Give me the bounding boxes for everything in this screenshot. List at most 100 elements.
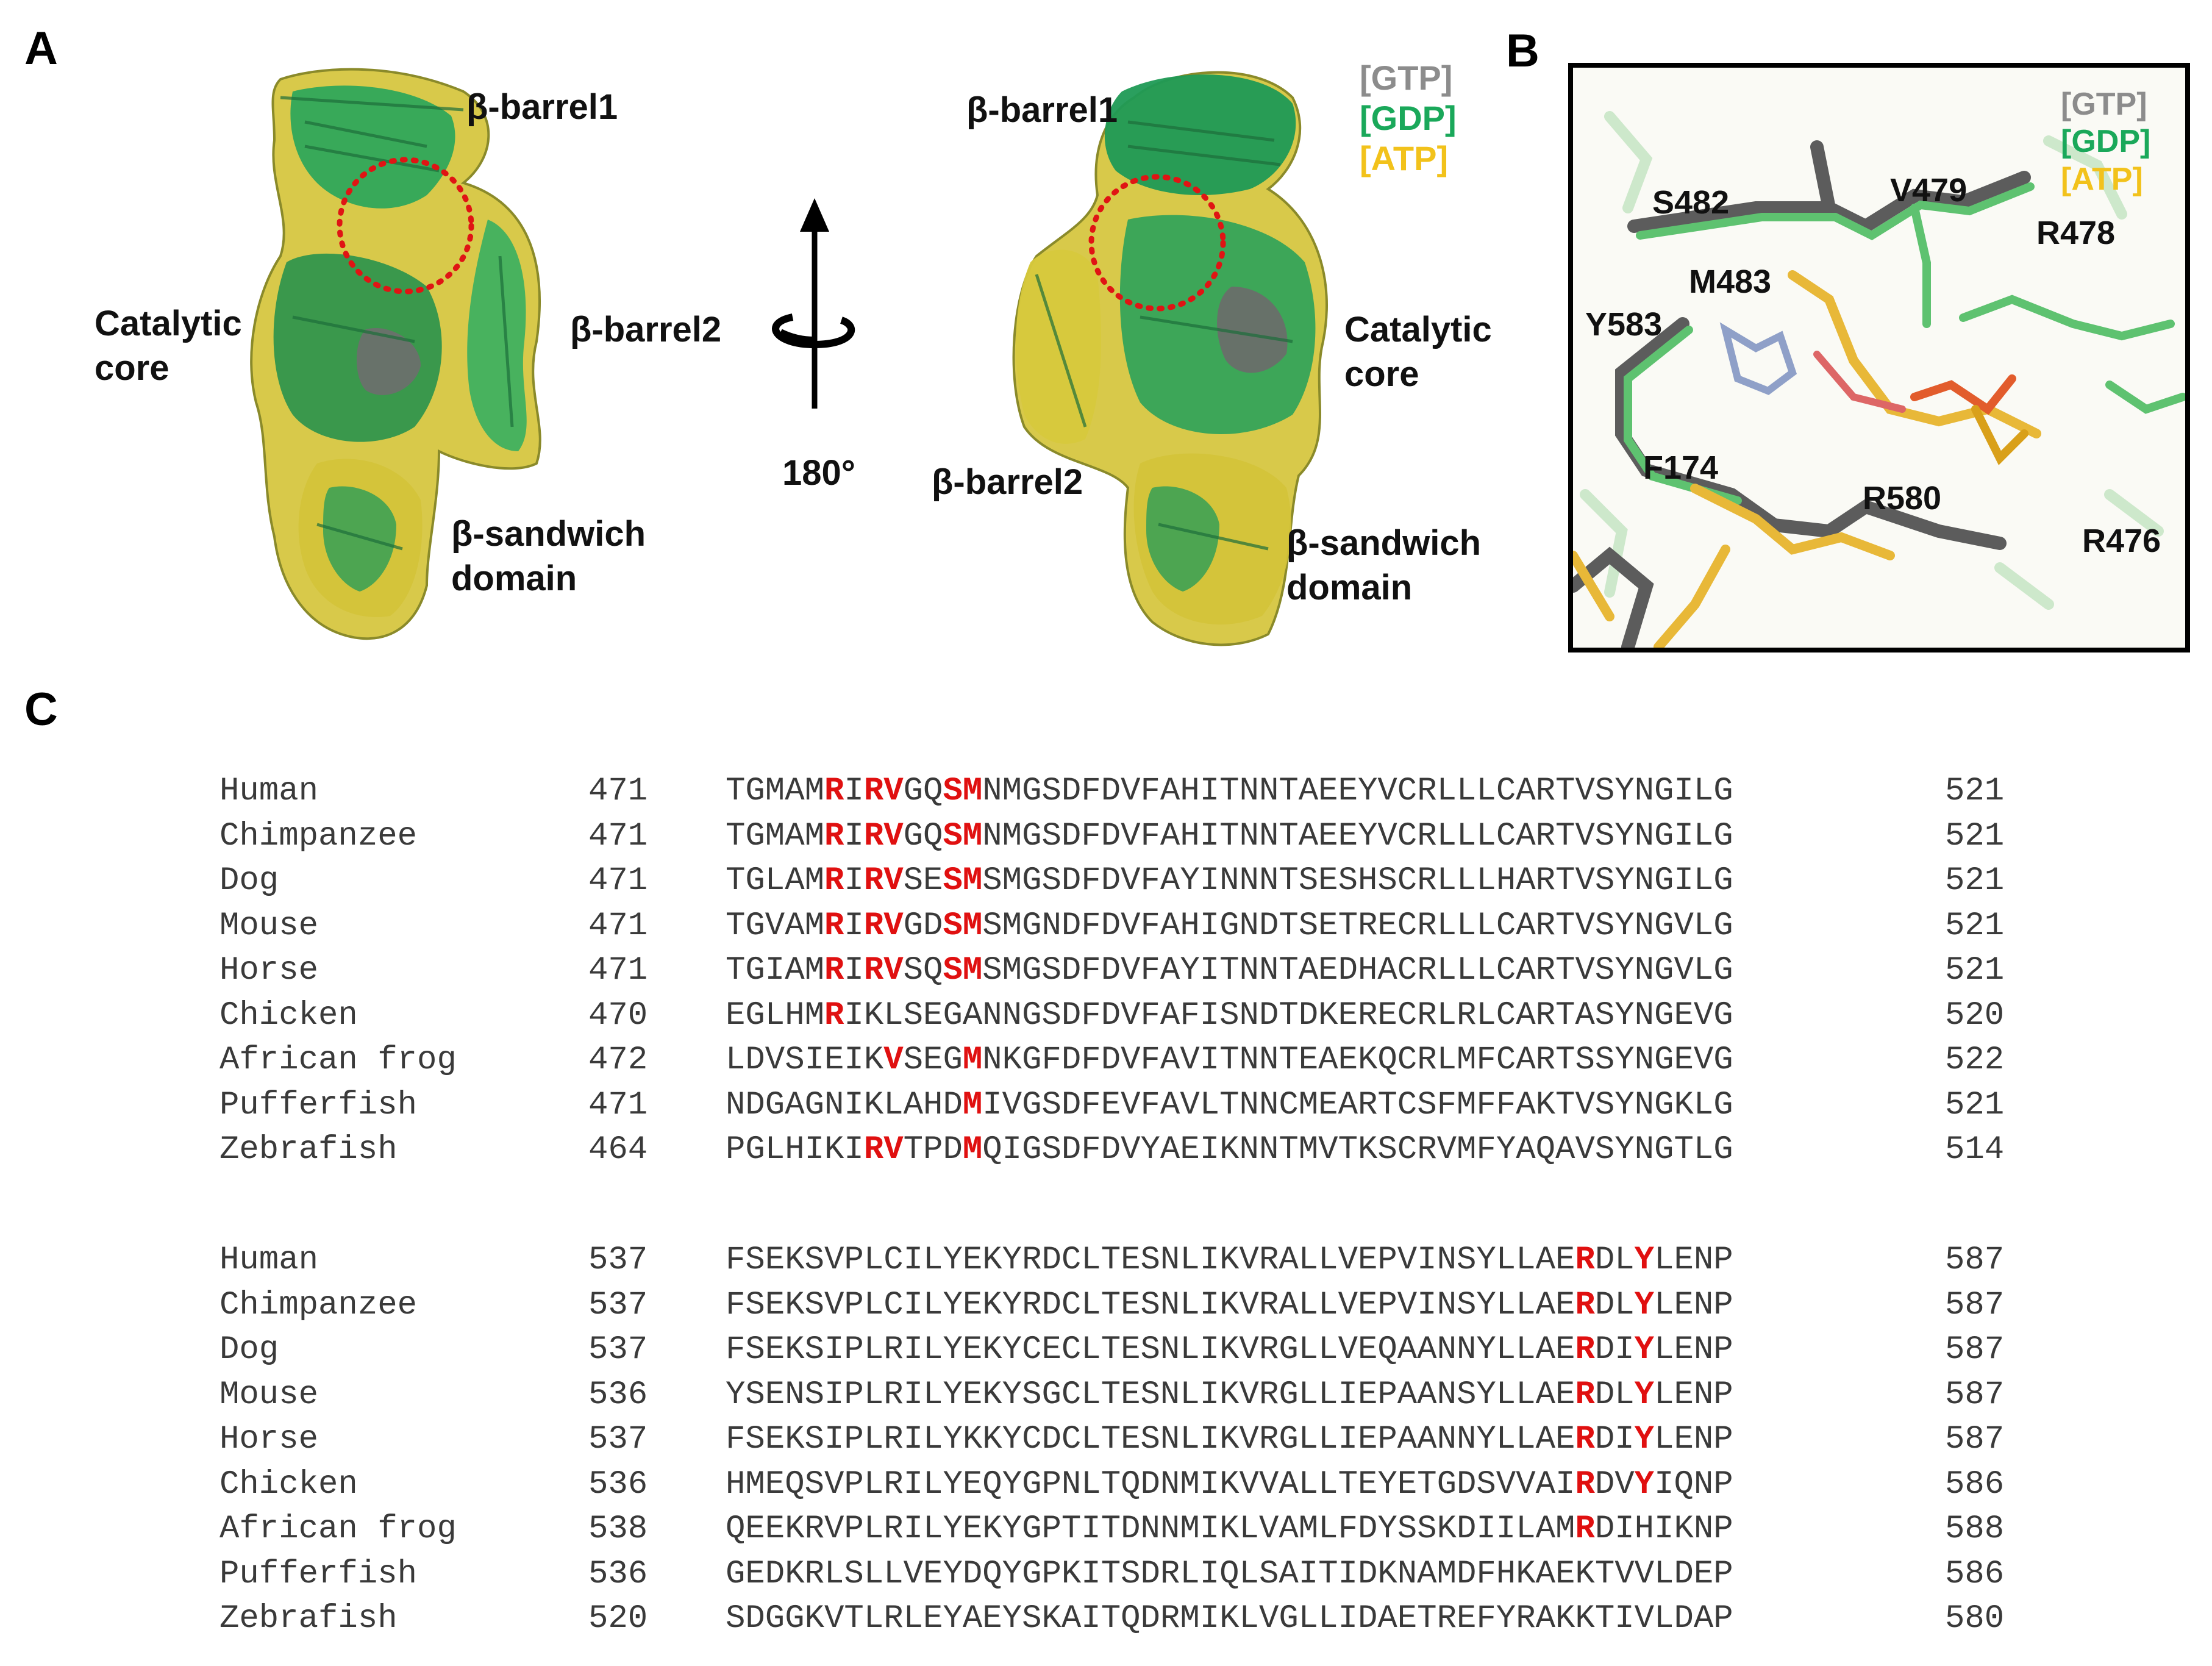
sequence: FSEKSVPLCILYEKYRDCLTESNLIKVRALLVEPVINSYL… [726,1286,1733,1324]
start-position: 471 [588,773,648,810]
conserved-residue: R [1575,1510,1595,1548]
left-label-barrel2: β-barrel2 [570,310,722,349]
conserved-residue: R [1575,1376,1595,1414]
conserved-residue: RV [863,907,904,945]
start-position: 537 [588,1242,648,1279]
left-binding-site-circle [337,157,474,295]
end-position: 521 [1945,862,2005,899]
sequence: FSEKSIPLRILYKKYCDCLTESNLIKVRGLLIEPAANNYL… [726,1421,1733,1458]
rotation-label: 180° [782,453,855,493]
start-position: 520 [588,1600,648,1637]
legend-b-gdp: [GDP] [2061,124,2151,160]
sequence: QEEKRVPLRILYEKYGPTITDNNMIKLVAMLFDYSSKDII… [726,1510,1733,1548]
sequence: FSEKSIPLRILYEKYCECLTESNLIKVRGLLVEQAANNYL… [726,1331,1733,1368]
start-position: 536 [588,1465,648,1503]
start-position: 471 [588,907,648,945]
residue-r478: R478 [2036,215,2116,251]
sequence: NDGAGNIKLAHDMIVGSDFEVFAVLTNNCMEARTCSFMFF… [726,1086,1733,1124]
sequence: TGLAMRIRVSESMSMGSDFDVFAYINNNTSESHSCRLLLH… [726,862,1733,899]
end-position: 586 [1945,1555,2005,1593]
conserved-residue: RV [863,952,904,989]
right-label-barrel1: β-barrel1 [966,90,1118,130]
conserved-residue: RV [863,862,904,899]
left-label-catalytic-core: Catalytic core [95,304,242,388]
residue-v479: V479 [1890,172,1968,209]
conserved-residue: R [1575,1286,1595,1324]
species-name: Zebrafish [219,1600,398,1637]
sequence: GEDKRLSLLVEYDQYGPKITSDRLIQLSAITIDKNAMDFH… [726,1555,1733,1593]
conserved-residue: SM [943,817,983,855]
sequence: TGVAMRIRVGDSMSMGNDFDVFAHIGNDTSETRECRLLLC… [726,907,1733,945]
end-position: 521 [1945,907,2005,945]
residue-r476: R476 [2082,523,2161,559]
sequence: HMEQSVPLRILYEQYGPNLTQDNMIKVVALLTEYETGDSV… [726,1465,1733,1503]
residue-r580: R580 [1863,480,1942,517]
end-position: 521 [1945,773,2005,810]
legend-b-atp: [ATP] [2061,161,2143,197]
right-label-catalytic-core: Catalytic core [1344,310,1492,394]
sequence: YSENSIPLRILYEKYSGCLTESNLIKVRGLLIEPAANSYL… [726,1376,1733,1414]
left-protein-structure [250,68,541,640]
panel-b-binding-site-view: [GTP] [GDP] [ATP] S482 V479 R478 M483 Y5… [1568,63,2190,652]
conserved-residue: Y [1634,1465,1655,1503]
sequence: FSEKSVPLCILYEKYRDCLTESNLIKVRALLVEPVINSYL… [726,1242,1733,1279]
start-position: 471 [588,1086,648,1124]
end-position: 514 [1945,1131,2005,1168]
residue-m483: M483 [1689,263,1772,300]
species-name: Horse [219,952,319,989]
conserved-residue: SM [943,773,983,810]
right-label-sandwich: β-sandwich domain [1286,523,1481,607]
conserved-residue: Y [1634,1286,1655,1324]
legend-b-gtp: [GTP] [2061,87,2147,122]
start-position: 471 [588,817,648,855]
species-name: Dog [219,862,279,899]
conserved-residue: SM [943,952,983,989]
start-position: 536 [588,1376,648,1414]
start-position: 471 [588,862,648,899]
panel-a-legend: [GTP] [GDP] [ATP] [1360,58,1457,179]
conserved-residue: Y [1634,1421,1655,1458]
end-position: 522 [1945,1042,2005,1079]
left-label-sandwich: β-sandwich domain [451,514,646,598]
panel-b-letter: B [1506,25,1539,77]
start-position: 471 [588,952,648,989]
species-name: Pufferfish [219,1555,418,1593]
conserved-residue: R [824,996,844,1034]
conserved-residue: M [962,1086,983,1124]
conserved-residue: R [824,952,844,989]
sequence: TGMAMRIRVGQSMNMGSDFDVFAHITNNTAEEYVCRLLLC… [726,773,1733,810]
panel-a-letter: A [24,23,58,74]
panel-c-letter: C [24,684,58,735]
end-position: 587 [1945,1242,2005,1279]
end-position: 586 [1945,1465,2005,1503]
sequence: LDVSIEIKVSEGMNKGFDFDVFAVITNNTEAEKQCRLMFC… [726,1042,1733,1079]
legend-gdp: [GDP] [1360,99,1457,138]
residue-s482: S482 [1652,184,1730,221]
species-name: Zebrafish [219,1131,398,1168]
end-position: 521 [1945,817,2005,855]
conserved-residue: R [824,907,844,945]
binding-site-sticks [1573,111,2185,648]
conserved-residue: SM [943,862,983,899]
panel-b-legend: [GTP] [GDP] [ATP] [2061,86,2150,198]
alignment-row: Dog 471 TGLAMRIRVSESMSMGSDFDVFAYINNNTSESHS… [0,862,2212,901]
sequence: PGLHIKIRVTPDMQIGSDFDVYAEIKNNTMVTKSCRVMFY… [726,1131,1733,1168]
sequence: SDGGKVTLRLEYAEYSKAITQDRMIKLVGLLIDAETREFY… [726,1600,1733,1637]
conserved-residue: Y [1634,1376,1655,1414]
conserved-residue: RV [863,1131,904,1168]
alignment-row: Zebrafish 520 SDGGKVTLRLEYAEYSKAITQDRMIKLV… [0,1600,2212,1639]
right-binding-site-circle [1088,174,1226,312]
left-label-barrel1: β-barrel1 [466,87,618,127]
